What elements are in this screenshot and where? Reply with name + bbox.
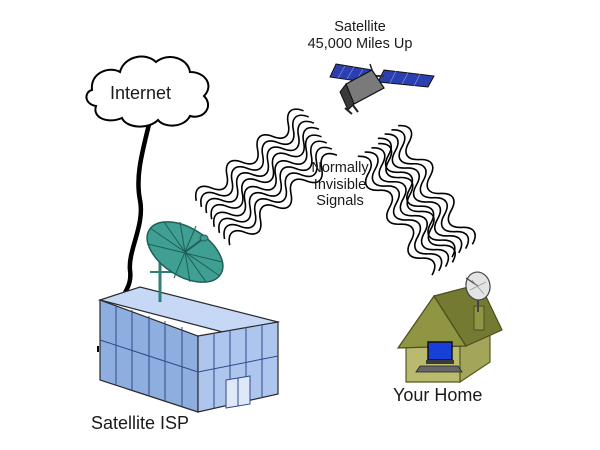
house-icon [396, 283, 503, 384]
home-label: Your Home [393, 385, 483, 405]
home-dish-icon [465, 271, 491, 312]
signals-label-line3: Signals [316, 193, 364, 210]
building-icon [97, 286, 281, 413]
satellite-label-line1: Satellite [334, 19, 386, 35]
internet-label: Internet [110, 83, 172, 103]
cloud-icon [85, 55, 210, 128]
signals-label-line2: Invisible [313, 176, 367, 193]
signals-label-line1: Normally [311, 160, 369, 176]
isp-label: Satellite ISP [91, 413, 190, 433]
satellite-label: Satellite 45,000 Miles Up [290, 19, 430, 52]
internet-cable [120, 117, 153, 301]
satellite-label-line2: 45,000 Miles Up [307, 35, 413, 52]
satellite-icon [329, 63, 435, 115]
signals-label: Normally Invisible Signals [296, 160, 384, 210]
isp-dish-icon [146, 221, 224, 302]
